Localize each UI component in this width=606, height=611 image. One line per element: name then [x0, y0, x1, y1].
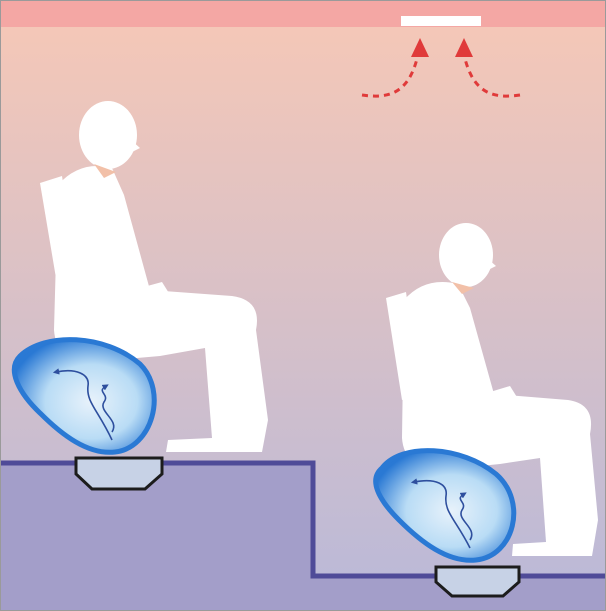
lower-floor-diffuser-icon [436, 567, 519, 596]
upper-floor-diffuser-icon [76, 458, 162, 489]
ceiling-band [0, 0, 606, 27]
ceiling-vent-icon [401, 16, 481, 26]
